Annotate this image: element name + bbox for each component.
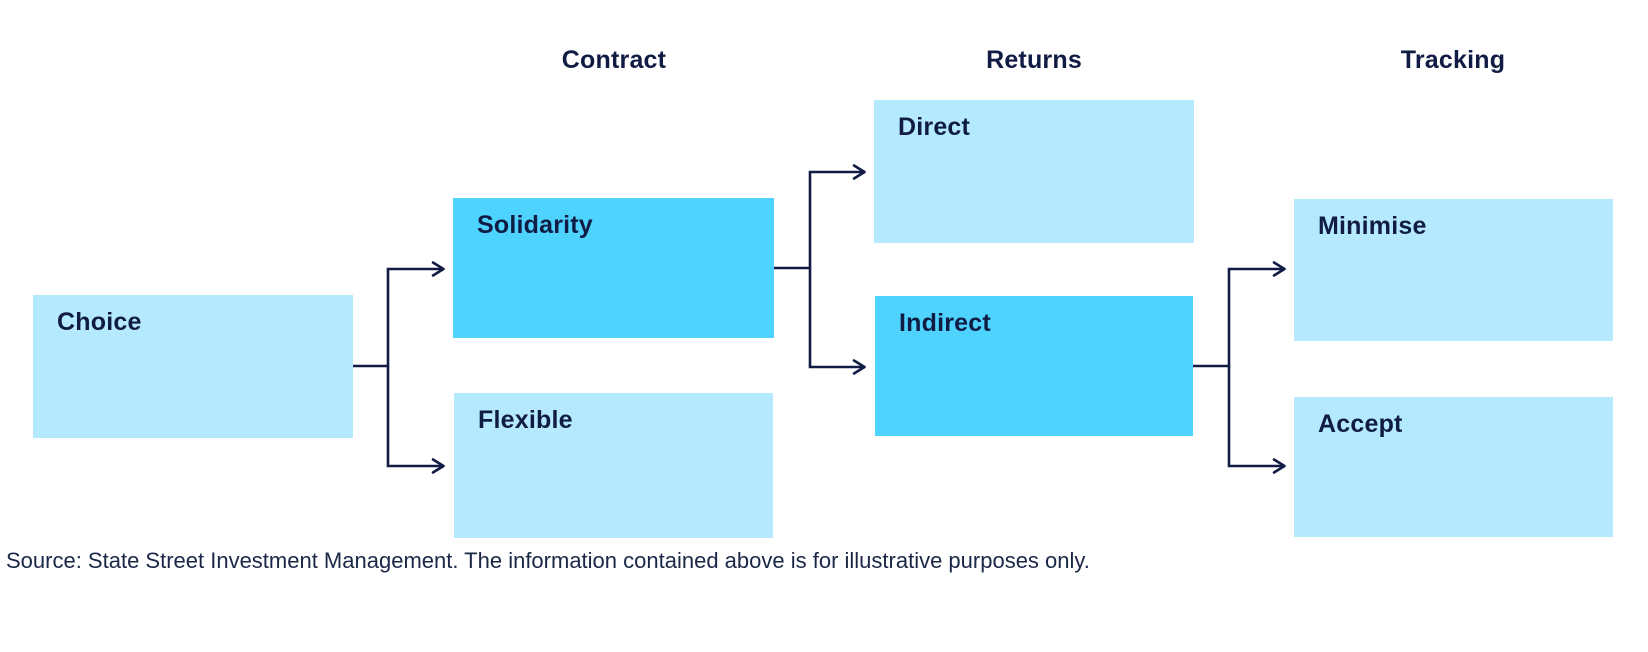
- connector-choice-to-solidarity: [353, 261, 445, 368]
- connector-indirect-to-accept: [1227, 366, 1286, 474]
- node-flexible: Flexible: [454, 393, 773, 538]
- node-minimise-label: Minimise: [1318, 212, 1427, 240]
- node-direct: Direct: [874, 100, 1194, 243]
- column-header-tracking: Tracking: [1400, 46, 1506, 74]
- node-indirect-label: Indirect: [899, 309, 991, 337]
- node-accept: Accept: [1294, 397, 1613, 537]
- column-header-contract: Contract: [561, 46, 667, 74]
- source-note: Source: State Street Investment Manageme…: [6, 548, 1090, 573]
- node-choice: Choice: [33, 295, 353, 438]
- node-direct-label: Direct: [898, 113, 971, 141]
- node-minimise: Minimise: [1294, 199, 1613, 341]
- node-choice-label: Choice: [57, 308, 142, 336]
- node-indirect: Indirect: [875, 296, 1193, 436]
- node-solidarity-label: Solidarity: [477, 211, 593, 239]
- connector-choice-to-flexible: [386, 366, 445, 474]
- column-header-returns: Returns: [986, 46, 1082, 74]
- node-accept-label: Accept: [1318, 410, 1403, 438]
- connector-solidarity-to-indirect: [808, 268, 866, 375]
- connector-indirect-to-minimise: [1193, 261, 1286, 368]
- node-solidarity: Solidarity: [453, 198, 774, 338]
- connector-solidarity-to-direct: [774, 164, 866, 270]
- node-flexible-label: Flexible: [478, 406, 573, 434]
